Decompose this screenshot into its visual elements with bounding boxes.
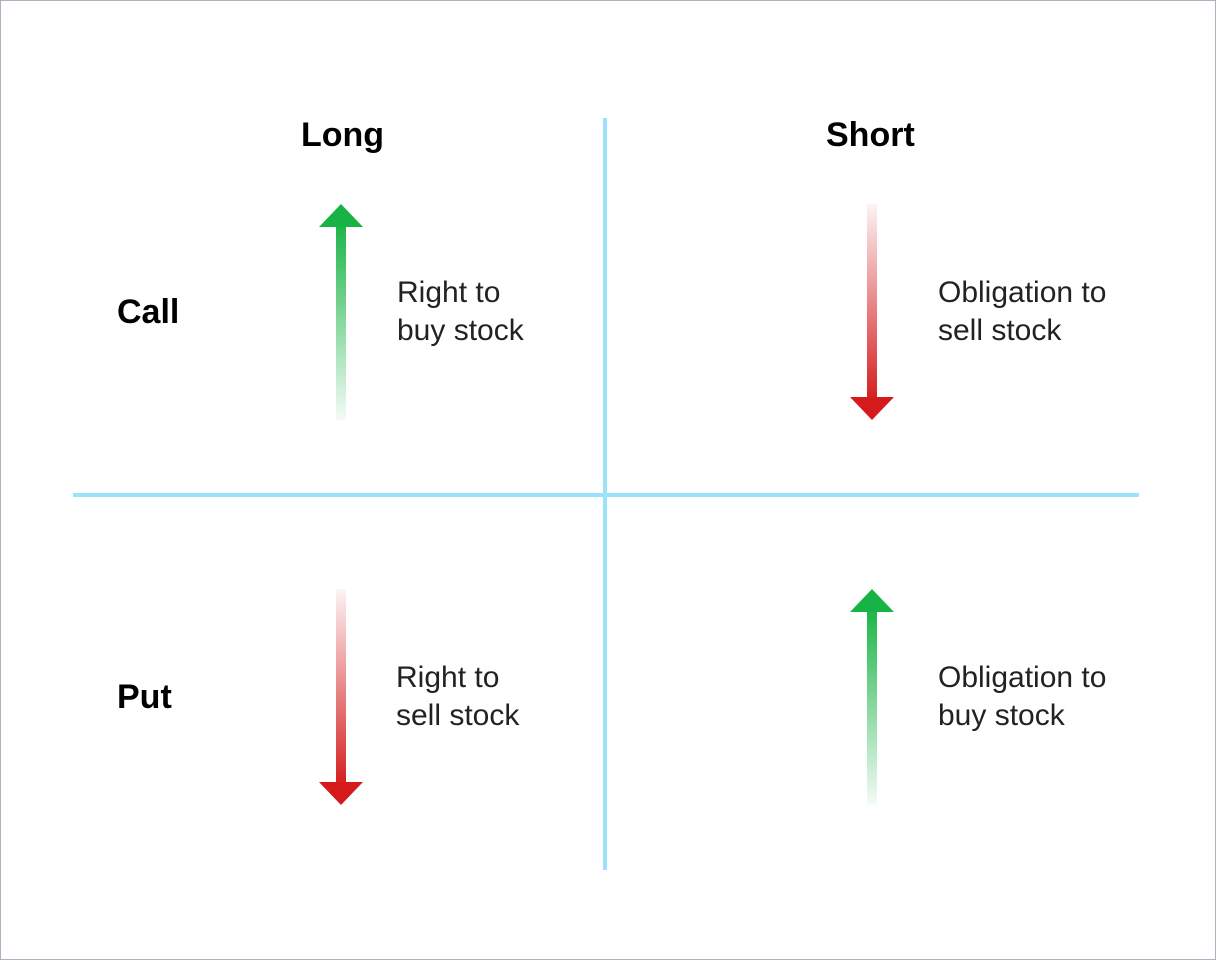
arrow-down-icon (850, 204, 894, 420)
description-line: Obligation to (938, 276, 1107, 309)
horizontal-divider (73, 493, 1139, 497)
description-line: buy stock (938, 699, 1065, 732)
row-heading-call: Call (117, 293, 180, 331)
description-line: sell stock (396, 699, 520, 732)
description-line: buy stock (397, 314, 524, 347)
description-line: Right to (396, 661, 500, 694)
cell-long-call-description: Right to buy stock (397, 274, 524, 350)
description-line: sell stock (938, 314, 1062, 347)
column-heading-short: Short (826, 116, 915, 154)
cell-short-call-description: Obligation to sell stock (938, 274, 1106, 350)
description-line: Right to (397, 276, 501, 309)
arrow-up-icon (850, 589, 894, 805)
arrow-up-icon (319, 204, 363, 420)
description-line: Obligation to (938, 661, 1107, 694)
row-heading-put: Put (117, 678, 172, 716)
arrow-down-icon (319, 589, 363, 805)
cell-long-put-description: Right to sell stock (396, 659, 519, 735)
column-heading-long: Long (301, 116, 385, 154)
cell-short-put-description: Obligation to buy stock (938, 659, 1106, 735)
